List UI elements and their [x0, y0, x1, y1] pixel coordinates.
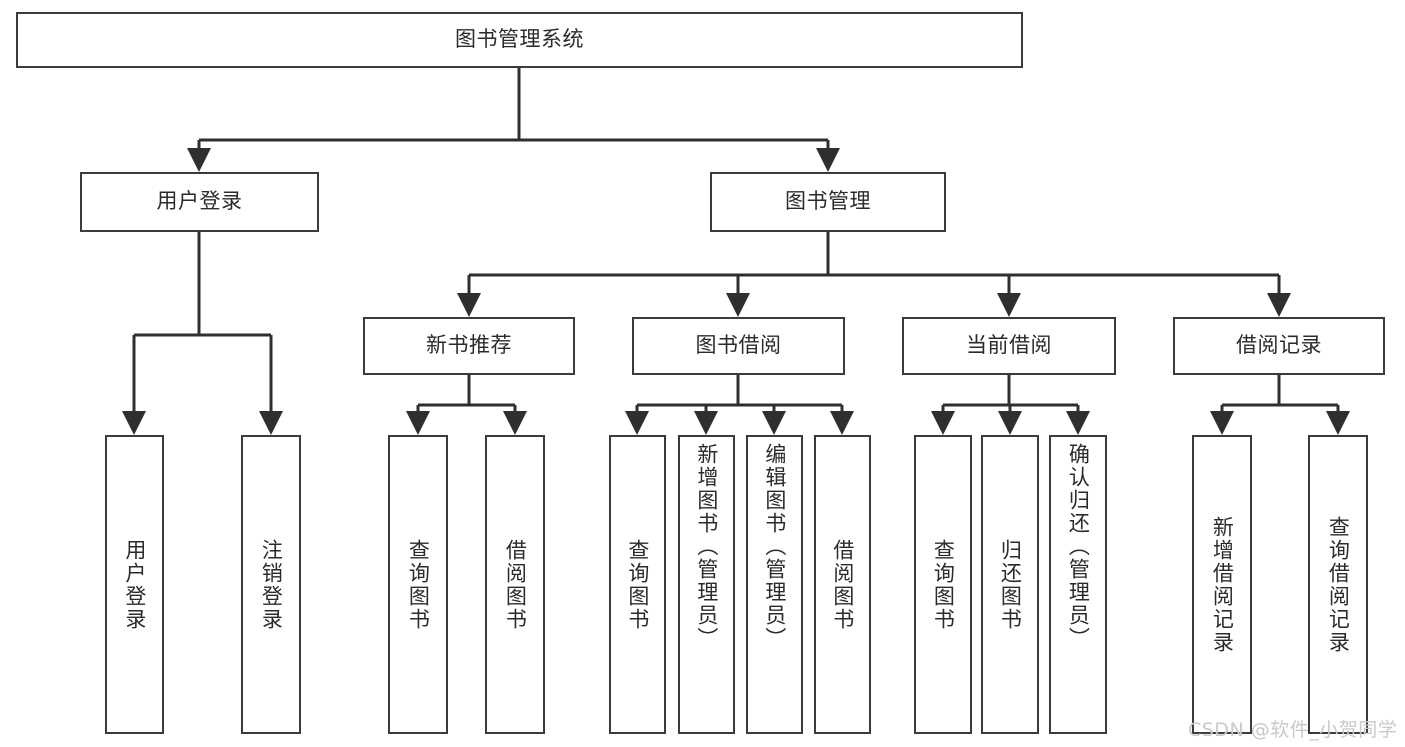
leaf-node[interactable]: 新增图书（管理员） [678, 435, 735, 734]
leaf-node[interactable]: 新增借阅记录 [1192, 435, 1252, 734]
leaf-node-label: 新增借阅记录 [1210, 515, 1235, 654]
leaf-node-label: 注销登录 [259, 538, 284, 631]
leaf-node[interactable]: 借阅图书 [814, 435, 871, 734]
node-level3-book-borrow-label: 图书借阅 [695, 333, 782, 358]
leaf-node-label: 归还图书 [998, 538, 1023, 631]
node-level3-borrow-record-label: 借阅记录 [1236, 333, 1322, 358]
leaf-node[interactable]: 编辑图书（管理员） [746, 435, 803, 734]
node-level3-current-borrow[interactable]: 当前借阅 [902, 317, 1116, 375]
node-level2-user-login[interactable]: 用户登录 [80, 172, 319, 232]
node-level3-new-book-recommend[interactable]: 新书推荐 [363, 317, 575, 375]
node-level3-new-book-recommend-label: 新书推荐 [426, 333, 512, 358]
node-root[interactable]: 图书管理系统 [16, 12, 1023, 68]
leaf-node-label: 查询图书 [406, 538, 431, 631]
leaf-node[interactable]: 注销登录 [241, 435, 301, 734]
leaf-node-label: 查询图书 [625, 538, 650, 631]
node-level2-book-management[interactable]: 图书管理 [710, 172, 946, 232]
leaf-node-label: 借阅图书 [503, 538, 528, 631]
leaf-node[interactable]: 查询图书 [914, 435, 972, 734]
leaf-node[interactable]: 借阅图书 [485, 435, 545, 734]
leaf-node-label: 用户登录 [122, 538, 147, 631]
node-level2-user-login-label: 用户登录 [156, 189, 243, 214]
leaf-node-label: 查询借阅记录 [1326, 515, 1351, 654]
leaf-node-label: 确认归还（管理员） [1066, 443, 1091, 650]
leaf-node[interactable]: 查询图书 [609, 435, 666, 734]
node-level3-book-borrow[interactable]: 图书借阅 [632, 317, 845, 375]
node-level3-current-borrow-label: 当前借阅 [966, 333, 1052, 358]
leaf-node[interactable]: 归还图书 [981, 435, 1039, 734]
node-level3-borrow-record[interactable]: 借阅记录 [1173, 317, 1385, 375]
leaf-node-label: 新增图书（管理员） [694, 443, 719, 650]
leaf-node[interactable]: 用户登录 [105, 435, 164, 734]
leaf-node[interactable]: 查询借阅记录 [1308, 435, 1368, 734]
leaf-node-label: 查询图书 [931, 538, 956, 631]
leaf-node[interactable]: 查询图书 [388, 435, 448, 734]
leaf-node-label: 借阅图书 [830, 538, 855, 631]
leaf-node-label: 编辑图书（管理员） [762, 443, 787, 650]
watermark: CSDN @软件_小贺同学 [1188, 719, 1398, 741]
node-level2-book-management-label: 图书管理 [785, 189, 871, 214]
node-root-label: 图书管理系统 [455, 27, 584, 52]
leaf-node[interactable]: 确认归还（管理员） [1049, 435, 1107, 734]
